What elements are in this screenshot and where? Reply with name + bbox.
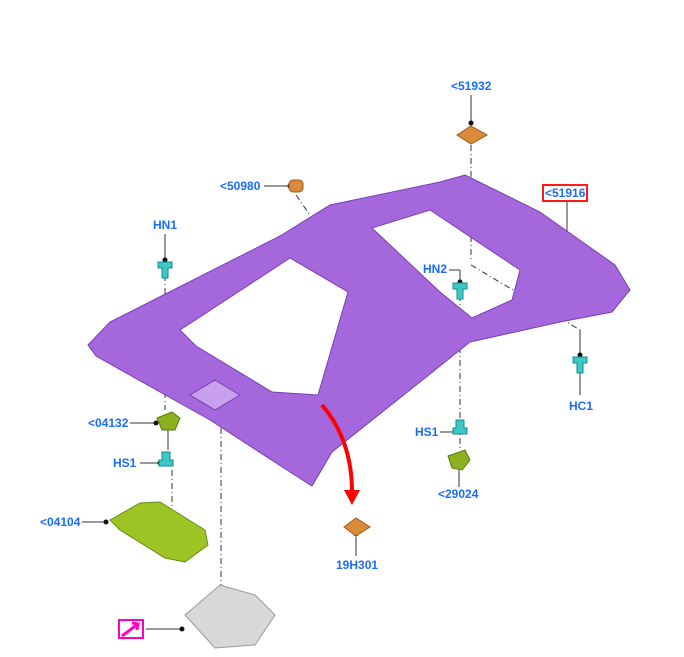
label-51932[interactable]: <51932 (451, 79, 492, 93)
arrow-link-icon (121, 621, 140, 638)
label-hn2[interactable]: HN2 (423, 262, 448, 276)
label-50980[interactable]: <50980 (220, 179, 261, 193)
part-50980 (288, 179, 304, 193)
part-51932 (456, 125, 489, 145)
label-19h301[interactable]: 19H301 (336, 558, 379, 572)
part-hs1-right (452, 419, 468, 435)
part-19h301 (343, 517, 371, 537)
overhead-console-link-button[interactable] (118, 619, 144, 639)
label-hn1[interactable]: HN1 (153, 218, 178, 232)
part-29024 (447, 449, 471, 471)
label-04132[interactable]: <04132 (88, 416, 129, 430)
part-04132 (156, 411, 181, 431)
part-04104 (109, 501, 209, 563)
label-hs1-right[interactable]: HS1 (415, 425, 439, 439)
part-hc1 (572, 356, 588, 374)
headliner-panel (87, 174, 631, 487)
part-hn1 (157, 261, 173, 279)
label-51916-selected[interactable]: <51916 (541, 184, 589, 202)
part-hn2 (452, 282, 468, 300)
part-overhead-console (184, 584, 276, 649)
label-hs1-left[interactable]: HS1 (113, 456, 137, 470)
label-29024[interactable]: <29024 (438, 487, 479, 501)
label-04104[interactable]: <04104 (40, 515, 81, 529)
label-hc1[interactable]: HC1 (569, 399, 594, 413)
part-hs1-left (158, 451, 174, 467)
direction-arrow (320, 403, 354, 493)
